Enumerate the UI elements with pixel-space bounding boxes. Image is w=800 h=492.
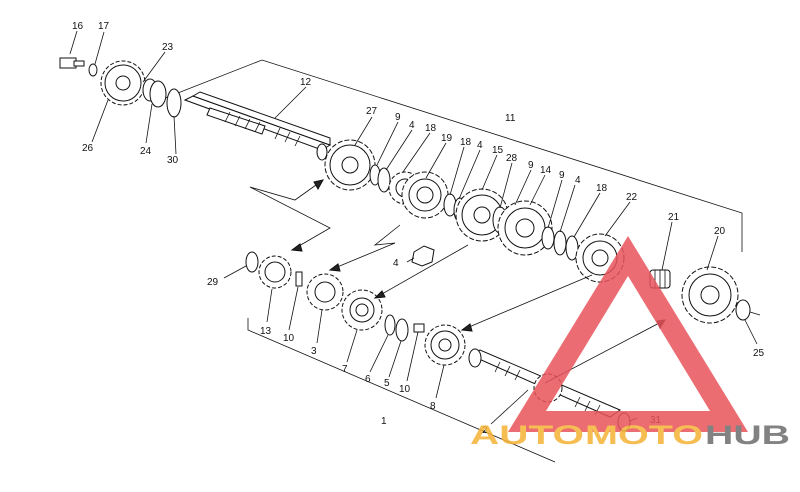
washer-part [541, 226, 555, 250]
callout-label: 9 [559, 170, 565, 181]
washer-part [377, 167, 391, 193]
pin-part [295, 271, 303, 287]
gear-part [306, 273, 344, 311]
callout-label: 18 [596, 183, 608, 194]
washer-part [553, 230, 567, 256]
callout-label: 18 [460, 137, 472, 148]
gear-part [324, 139, 376, 191]
callout-label: 25 [753, 348, 765, 359]
callout-label: 18 [425, 123, 437, 134]
callout-label: 10 [283, 333, 295, 344]
shim-part [166, 88, 182, 118]
callout-label: 4 [393, 258, 399, 269]
callout-label: 3 [311, 346, 317, 357]
callout-label: 27 [366, 106, 378, 117]
callout-label: 5 [384, 378, 390, 389]
ring-part [735, 299, 751, 321]
callout-label: 14 [540, 165, 552, 176]
ring-part [384, 314, 396, 336]
callout-label: 26 [82, 143, 94, 154]
callout-label: 21 [668, 212, 680, 223]
gear-part [681, 266, 739, 324]
sprocket-part [100, 60, 146, 106]
callout-label: 22 [626, 192, 638, 203]
watermark-text-hub: HUB [705, 420, 790, 450]
callout-label: 1 [381, 416, 387, 427]
callout-label: 9 [528, 160, 534, 171]
shim-part [245, 251, 259, 273]
callout-label: 13 [260, 326, 272, 337]
bracket-upper-shaft [159, 59, 743, 252]
gear-part [424, 324, 466, 366]
watermark-text-moto: MOTO [585, 420, 703, 450]
callout-labels: 16 17 23 26 24 30 12 11 27 9 4 18 19 18 … [72, 21, 765, 436]
callout-label: 19 [441, 133, 453, 144]
callout-label: 7 [342, 364, 348, 375]
gear-part [401, 171, 449, 219]
callout-label: 4 [409, 120, 415, 131]
warning-triangle-icon [508, 236, 748, 432]
watermark-text-auto: AUTO [470, 420, 584, 450]
callout-label: 9 [395, 112, 401, 123]
pin-part [413, 323, 425, 333]
callout-label: 6 [365, 374, 371, 385]
gear-part [497, 200, 553, 256]
bracket-lower-shaft [247, 318, 556, 463]
callout-label: 8 [430, 401, 436, 412]
watermark-logo: AUTO MOTO HUB [470, 236, 790, 450]
callout-label: 4 [575, 175, 581, 186]
ring-part [395, 318, 409, 342]
shift-fork-part [411, 245, 435, 267]
callout-label: 29 [207, 277, 219, 288]
callout-label: 11 [505, 113, 516, 124]
washer-part [88, 63, 98, 77]
ring-part [149, 80, 167, 108]
callout-label: 12 [300, 77, 312, 88]
callout-label: 10 [399, 384, 411, 395]
callout-label: 2 [482, 425, 488, 436]
upper-shaft-assembly [59, 57, 761, 324]
callout-label: 20 [714, 226, 726, 237]
gear-part [258, 255, 292, 289]
gear-part [341, 289, 383, 331]
callout-label: 16 [72, 21, 84, 32]
primary-shaft-part [183, 91, 332, 161]
callout-label: 30 [167, 155, 179, 166]
callout-label: 24 [140, 146, 152, 157]
callout-label: 23 [162, 42, 174, 53]
callout-label: 15 [492, 145, 504, 156]
gear-part [575, 233, 625, 283]
callout-label: 28 [506, 153, 518, 164]
callout-label: 17 [98, 21, 110, 32]
leader-lines [69, 30, 758, 425]
bolt-part [59, 57, 85, 69]
callout-label: 4 [477, 140, 483, 151]
